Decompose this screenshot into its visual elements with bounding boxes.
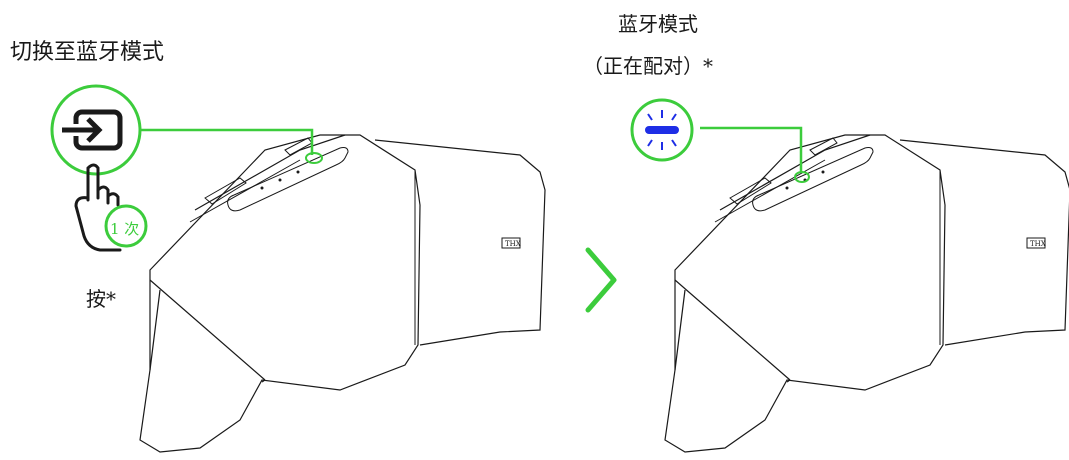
step1-instruction-label: 切换至蓝牙模式: [10, 40, 165, 65]
thx-logo-right: THX: [1030, 240, 1046, 248]
speaker-illustration-right: [664, 134, 1069, 453]
pointing-hand-icon: [74, 163, 148, 252]
button-highlight-ring: [305, 152, 323, 164]
chevron-right-icon: [585, 247, 617, 313]
callout-line-right: [700, 126, 803, 172]
speaker-illustration-left: [139, 134, 546, 453]
led-highlight-ring: [794, 171, 810, 183]
bluetooth-mode-title: 蓝牙模式: [618, 12, 698, 36]
led-blinking-blue-icon: [630, 98, 694, 162]
input-switch-icon: [50, 84, 142, 176]
pairing-status-label: （正在配对）*: [583, 54, 713, 78]
press-count-label: 1 次: [110, 220, 139, 238]
press-label: 按*: [86, 287, 116, 311]
callout-line-left: [140, 128, 314, 155]
thx-logo-left: THX: [505, 240, 521, 248]
